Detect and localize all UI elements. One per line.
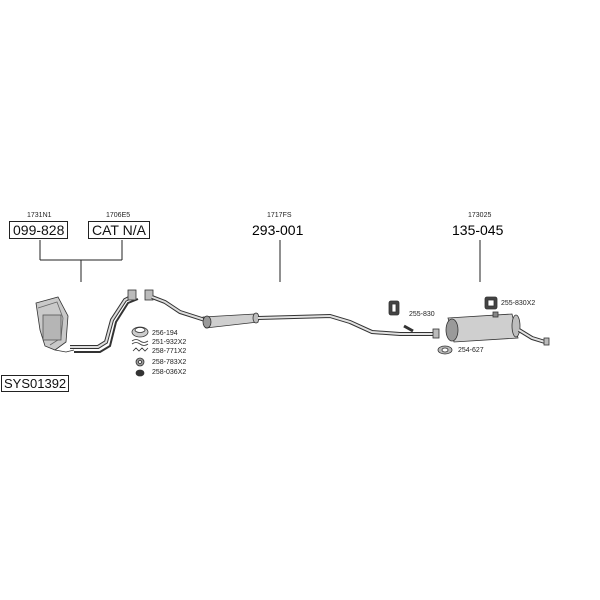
ref-label-4: 173025	[468, 212, 492, 219]
ref-label-3: 1717FS	[267, 212, 292, 219]
fitting-label-3[interactable]: 258-771X2	[152, 348, 187, 355]
assembly-id-box: SYS01392	[1, 375, 70, 392]
centre-pipe	[144, 289, 206, 322]
hanger-255-830x2	[484, 296, 498, 310]
bracket-255-830	[403, 324, 414, 333]
fitting-label-5[interactable]: 258-036X2	[152, 369, 187, 376]
rear-pipe	[257, 313, 440, 339]
fitting-label-2[interactable]: 251-932X2	[152, 339, 187, 346]
part-number-box-1[interactable]: 099-828	[9, 221, 69, 239]
ref-label-1: 1731N1	[27, 212, 52, 219]
fitting-label-4[interactable]: 258-783X2	[152, 359, 187, 366]
front-pipe	[70, 289, 139, 353]
hanger-255-830	[388, 300, 400, 316]
rear-silencer	[445, 311, 550, 346]
clamp-254-627	[437, 345, 453, 355]
fitting-label-1[interactable]: 256-194	[152, 330, 178, 337]
part-label-254-627[interactable]: 254-627	[458, 347, 484, 354]
catalytic-converter	[35, 296, 75, 353]
fittings-stack	[131, 326, 149, 377]
part-label-255-830x2[interactable]: 255-830X2	[501, 300, 536, 307]
ref-label-2: 1706E5	[106, 212, 131, 219]
part-number-4[interactable]: 135-045	[452, 222, 504, 238]
part-number-box-2[interactable]: CAT N/A	[88, 221, 150, 239]
part-number-3[interactable]: 293-001	[252, 222, 304, 238]
leader-lines	[39, 240, 481, 282]
middle-silencer	[202, 312, 260, 329]
part-label-255-830[interactable]: 255-830	[409, 311, 435, 318]
